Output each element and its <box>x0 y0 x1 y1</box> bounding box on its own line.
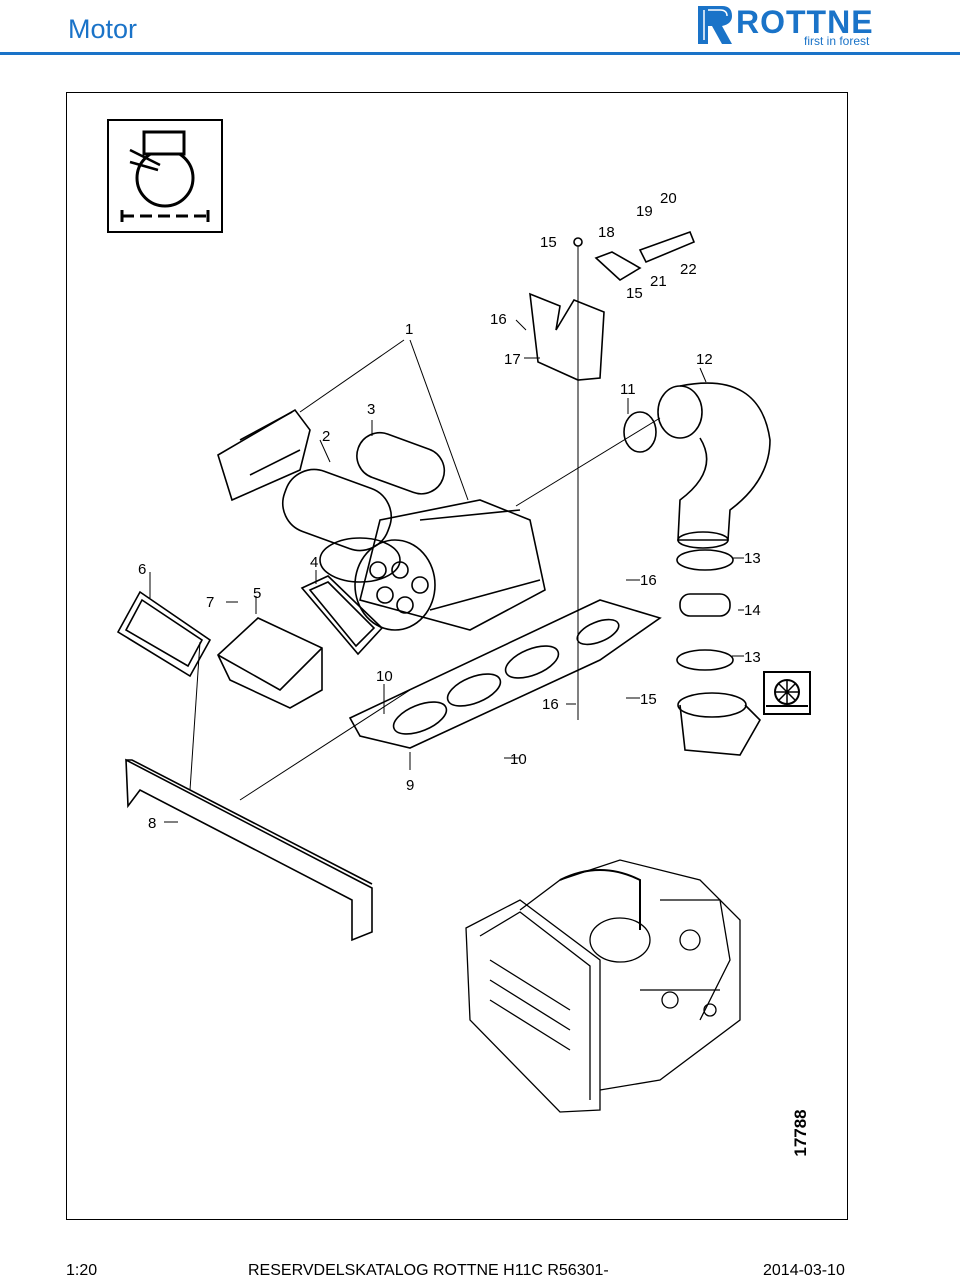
callout-16a: 16 <box>490 311 507 328</box>
page-title: Motor <box>68 14 138 44</box>
drawing-number: 17788 <box>791 1109 810 1157</box>
callout-11: 11 <box>620 381 636 398</box>
brand-name: ROTTNE <box>736 4 874 40</box>
callout-20: 20 <box>660 190 677 207</box>
callout-9: 9 <box>406 777 414 794</box>
callout-6: 6 <box>138 561 146 578</box>
brand-logo: ROTTNE first in forest <box>692 2 902 48</box>
callout-15c: 15 <box>640 691 657 708</box>
callout-12: 12 <box>696 351 713 368</box>
brand-tagline: first in forest <box>804 34 870 48</box>
engine-air-intake-icon <box>107 119 223 233</box>
sensor-bracket <box>529 292 605 381</box>
callout-3: 3 <box>367 401 375 418</box>
callout-13b: 13 <box>744 649 761 666</box>
callout-21: 21 <box>650 273 667 290</box>
callout-1: 1 <box>405 321 413 338</box>
callout-5: 5 <box>253 585 261 602</box>
callout-leaders <box>149 319 744 823</box>
footer-date: 2014-03-10 <box>763 1262 845 1279</box>
callout-4: 4 <box>310 554 318 571</box>
callout-15a: 15 <box>540 234 557 251</box>
header-divider <box>0 52 960 55</box>
engine-assembly-view <box>465 859 741 1113</box>
callout-22: 22 <box>680 261 697 278</box>
turbo-fan-icon <box>763 671 811 715</box>
callout-7: 7 <box>206 594 214 611</box>
diagram-frame <box>66 92 848 1220</box>
callout-18: 18 <box>598 224 615 241</box>
mounting-bracket <box>348 599 662 749</box>
callout-16b: 16 <box>640 572 657 589</box>
support-beam <box>125 758 373 942</box>
intake-hose <box>623 382 771 756</box>
footer-catalog: RESERVDELSKATALOG ROTTNE H11C R56301- <box>248 1262 609 1279</box>
callout-labels: 1 2 3 4 5 6 7 8 9 10 10 11 12 13 13 14 1… <box>138 190 761 832</box>
callout-14: 14 <box>744 602 761 619</box>
callout-16c: 16 <box>542 696 559 713</box>
callout-10a: 10 <box>376 668 393 685</box>
filter-elements <box>282 431 446 552</box>
sensor-assembly <box>573 230 696 720</box>
callout-15b: 15 <box>626 285 643 302</box>
callout-10b: 10 <box>510 751 527 768</box>
gasket-and-covers <box>116 575 384 709</box>
callout-2: 2 <box>322 428 330 445</box>
footer-scale: 1:20 <box>66 1262 98 1279</box>
callout-19: 19 <box>636 203 653 220</box>
brand-mark-icon <box>698 6 732 44</box>
air-cleaner-housing <box>217 408 546 631</box>
callout-13a: 13 <box>744 550 761 567</box>
callout-8: 8 <box>148 815 156 832</box>
callout-17: 17 <box>504 351 521 368</box>
